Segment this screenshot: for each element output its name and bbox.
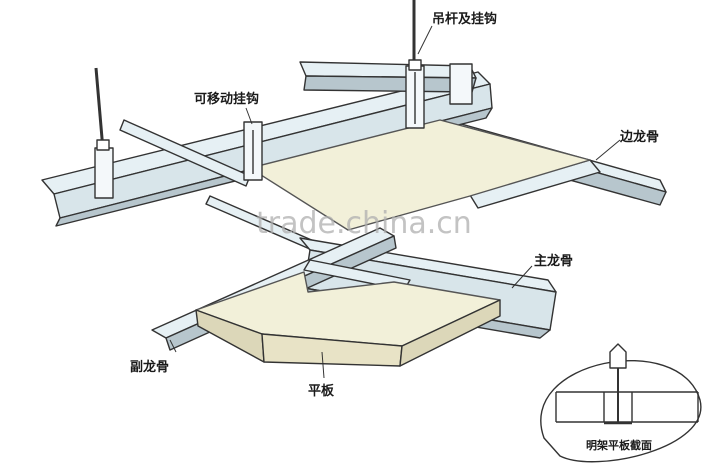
watermark: trade.china.cn	[256, 206, 472, 241]
movable-hook-right	[405, 59, 425, 129]
label-main-keel: 主龙骨	[534, 254, 574, 269]
leader-main-keel	[511, 265, 533, 289]
leader-secondary-keel	[169, 339, 177, 353]
leader-flat-panel	[321, 351, 325, 379]
movable-hook-center	[243, 121, 263, 181]
hanger-hook-left	[94, 139, 114, 199]
back-channel	[299, 61, 477, 93]
label-flat-panel: 平板	[308, 384, 335, 399]
label-hanger-rod: 吊杆及挂钩	[432, 12, 498, 27]
hanger-rod-left	[94, 67, 105, 151]
label-movable-hook: 可移动挂钩	[194, 92, 260, 107]
leader-hanger-rod	[417, 25, 433, 55]
inset-caption: 明架平板截面	[586, 439, 652, 452]
leader-movable-hook	[245, 107, 253, 125]
hanger-hook-back	[449, 63, 473, 105]
leader-edge-keel	[595, 139, 621, 161]
section-inset	[540, 343, 702, 463]
flat-panel	[195, 271, 501, 367]
label-edge-keel: 边龙骨	[620, 130, 660, 145]
label-secondary-keel: 副龙骨	[130, 360, 170, 375]
